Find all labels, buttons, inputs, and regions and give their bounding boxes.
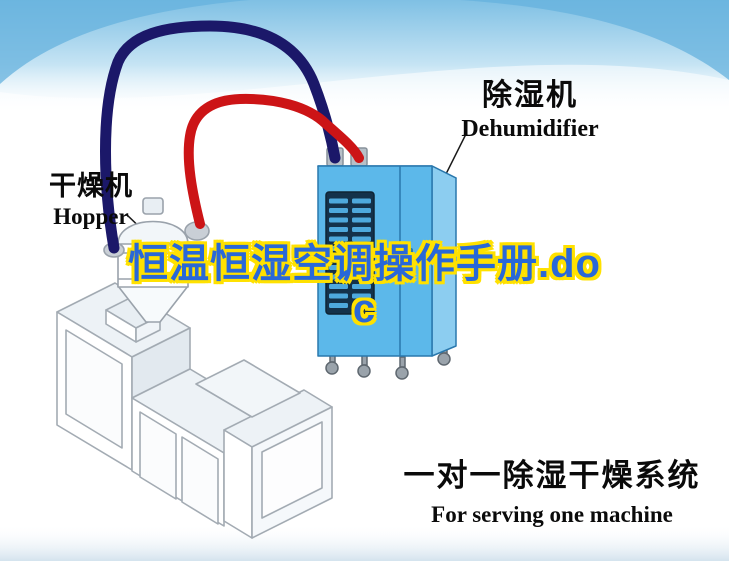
dryer-label: 干燥机 Hopper [40, 164, 142, 230]
sky-swoosh [0, 64, 729, 126]
extruder-right-front [223, 429, 253, 539]
watermark-doc-title: 恒温恒湿空调操作手册.do c [0, 242, 729, 332]
caster-stem [399, 356, 406, 368]
supply-pipe [100, 20, 341, 254]
floor-gradient [0, 524, 729, 561]
dehumidifier-label-cn: 除湿机 [482, 79, 578, 112]
caster-wheel [357, 364, 371, 378]
pipes [100, 20, 364, 254]
return-pipe [183, 93, 364, 229]
watermark-line-2: c [352, 287, 377, 331]
door-handle [406, 248, 413, 266]
vent-slats [326, 196, 374, 310]
caster-wheel [395, 366, 409, 380]
dryer-label-cn: 干燥机 [49, 171, 133, 201]
hopper-illustration [103, 197, 210, 323]
hopper-dome [117, 220, 189, 245]
caption-cn: 一对一除湿干燥系统 [403, 458, 701, 493]
dehumidifier-label-en: Dehumidifier [461, 116, 599, 142]
extruder-lid [195, 359, 301, 418]
system-caption: 一对一除湿干燥系统 For serving one machine [402, 450, 702, 528]
caster-wheel [325, 361, 339, 375]
hopper-top-cap [142, 197, 164, 215]
dehumidifier-unit [317, 147, 457, 380]
extruder-left-door [65, 329, 123, 449]
dryer-label-en: Hopper [53, 204, 129, 229]
caption-en: For serving one machine [431, 502, 673, 527]
caster-wheels [325, 342, 451, 380]
extruder-right-end-panel [261, 421, 323, 519]
extruder-machine [56, 282, 333, 539]
extruder-mid-door-2 [181, 436, 219, 525]
extruder-mid-door-1 [139, 411, 177, 500]
watermark-line-1: 恒温恒湿空调操作手册.do [128, 242, 601, 286]
dehumidifier-label: 除湿机 Dehumidifier [448, 70, 612, 143]
caster-wheel [437, 352, 451, 366]
sky-corner-right [460, 0, 729, 80]
sky-corner-left [0, 0, 250, 84]
